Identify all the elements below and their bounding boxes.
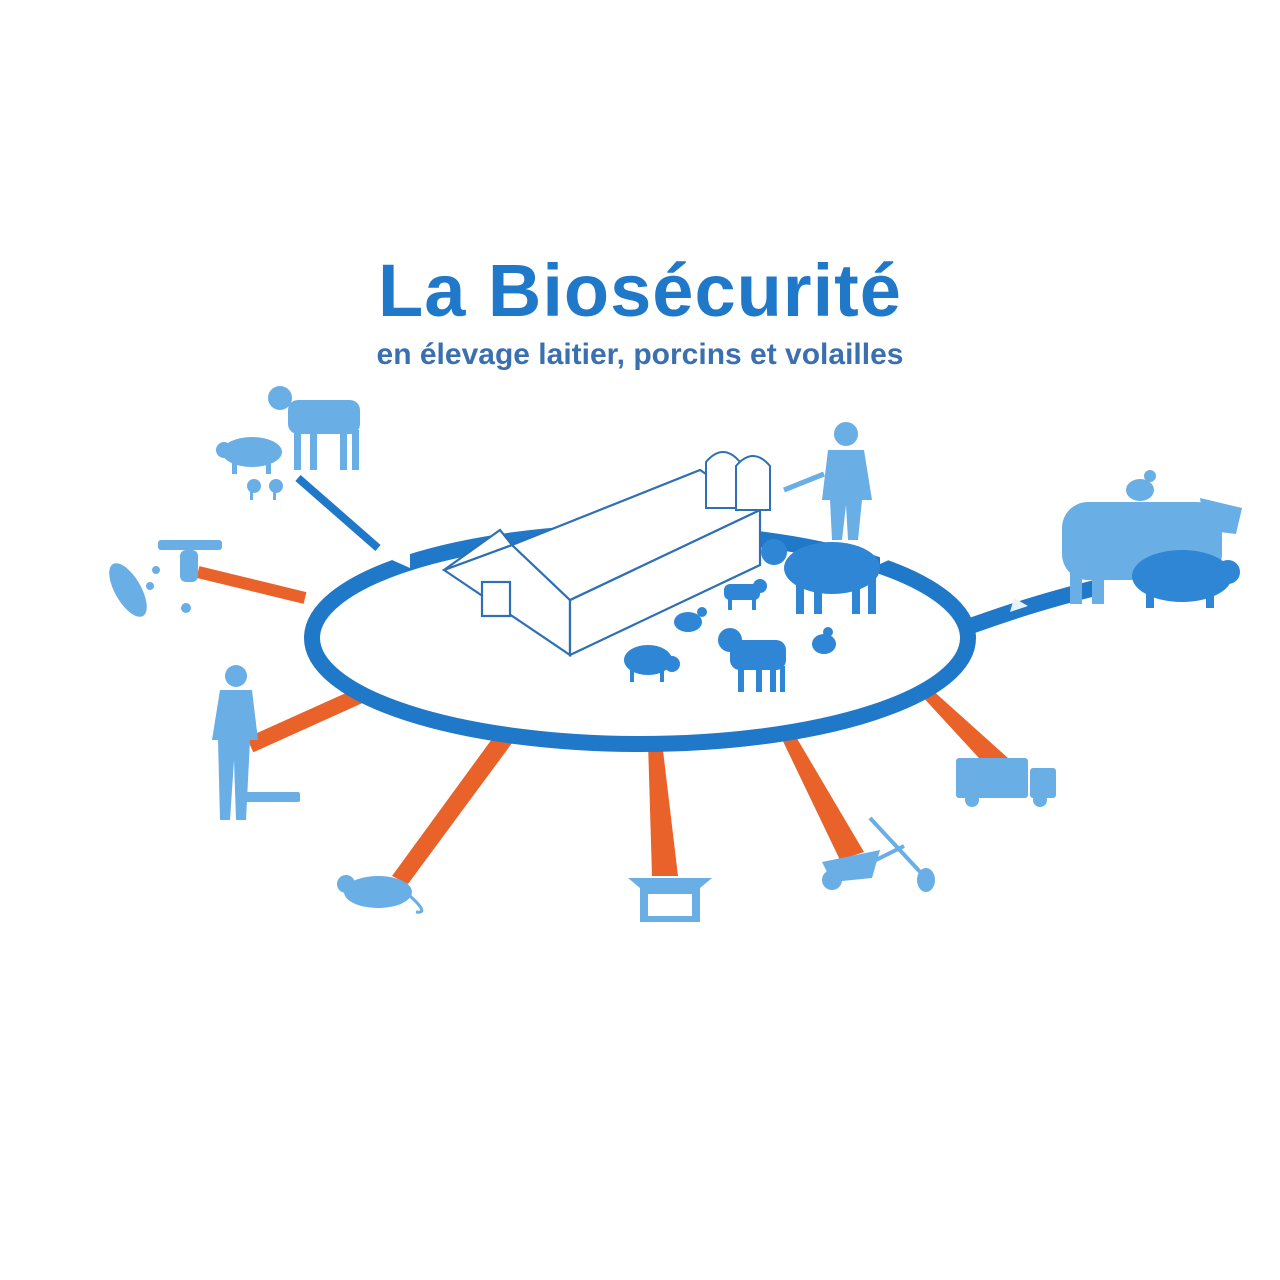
corn-icon — [102, 558, 155, 623]
diagram-subtitle: en élevage laitier, porcins et volailles — [0, 338, 1280, 372]
diagram-title: La Biosécurité — [0, 248, 1280, 333]
truck-icon — [956, 758, 1056, 807]
risk-arrow-feed — [198, 572, 305, 598]
pig-icon — [216, 437, 282, 474]
farmer-icon — [784, 422, 872, 540]
silo-icon — [706, 452, 770, 510]
animal-in-link — [298, 478, 378, 548]
chicken-icon — [1126, 470, 1156, 501]
animals-entering — [216, 386, 360, 500]
wheelbarrow-icon — [822, 846, 904, 890]
risk-arrow-rodent — [392, 728, 518, 884]
risk-arrow-vehicle — [920, 688, 1008, 770]
pig-icon — [1132, 550, 1240, 608]
risk-arrow-tools — [780, 730, 864, 860]
container-icon — [628, 878, 712, 922]
risk-arrow-container — [648, 742, 678, 876]
shovel-icon — [870, 818, 935, 892]
calf-icon — [268, 386, 360, 470]
chicken-icon — [247, 479, 283, 500]
